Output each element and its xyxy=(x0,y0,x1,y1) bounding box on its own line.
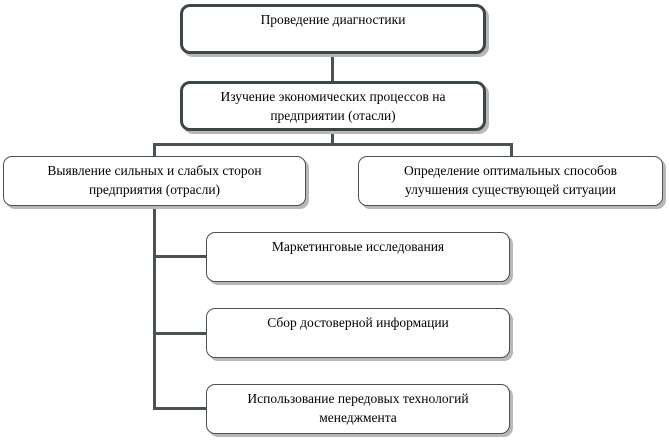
connector-sub-2 xyxy=(153,332,206,335)
connector-sub-3 xyxy=(153,407,206,410)
branch-node-strengths: Выявление сильных и слабых сторон предпр… xyxy=(3,156,306,206)
connector-right-branch xyxy=(510,143,513,156)
sub-node-management: Использование передовых технологий менед… xyxy=(206,384,510,434)
connector-left-branch xyxy=(153,143,156,156)
root-node: Проведение диагностики xyxy=(180,4,486,54)
connector-horizontal xyxy=(153,143,513,146)
sub-node-marketing: Маркетинговые исследования xyxy=(206,232,510,282)
connector-sub-vertical xyxy=(153,206,156,410)
branch-node-improvement: Определение оптимальных способов улучшен… xyxy=(358,156,663,206)
connector-level2-down xyxy=(331,130,334,145)
connector-sub-1 xyxy=(153,255,206,258)
sub-node-info: Сбор достоверной информации xyxy=(206,308,510,358)
level2-node: Изучение экономических процессов на пред… xyxy=(180,81,486,131)
connector-root-level2 xyxy=(331,53,334,82)
